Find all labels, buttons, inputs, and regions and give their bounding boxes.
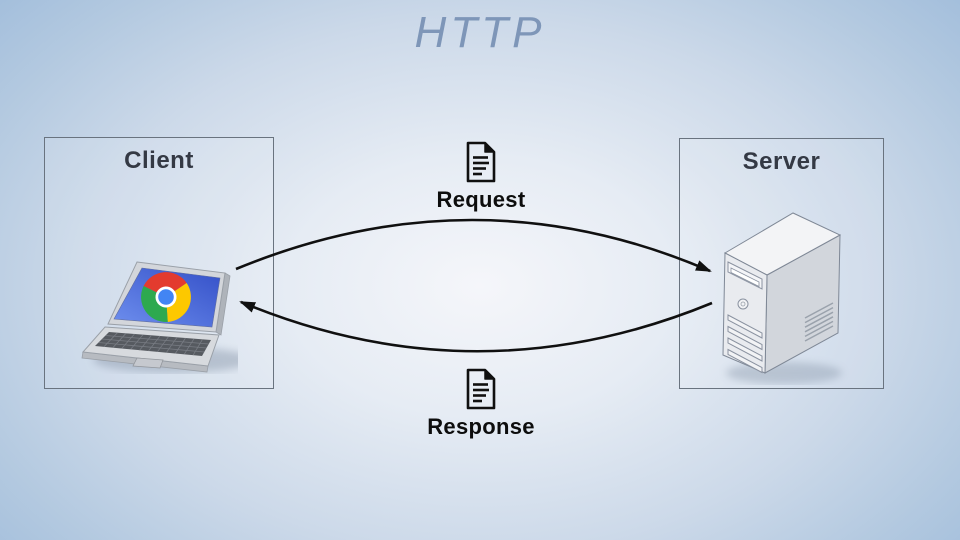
request-message: Request <box>399 140 563 213</box>
document-icon <box>466 141 496 183</box>
response-message: Response <box>399 367 563 440</box>
response-arrow <box>239 300 713 353</box>
document-icon <box>466 368 496 410</box>
response-label: Response <box>427 414 535 439</box>
chrome-laptop-icon <box>81 261 238 373</box>
page-title: HTTP <box>414 8 546 57</box>
chrome-logo-icon <box>141 272 191 322</box>
server-tower-icon <box>722 212 842 384</box>
client-label: Client <box>124 147 194 174</box>
request-arrow <box>235 218 712 273</box>
server-label: Server <box>742 148 821 175</box>
request-label: Request <box>436 187 526 212</box>
